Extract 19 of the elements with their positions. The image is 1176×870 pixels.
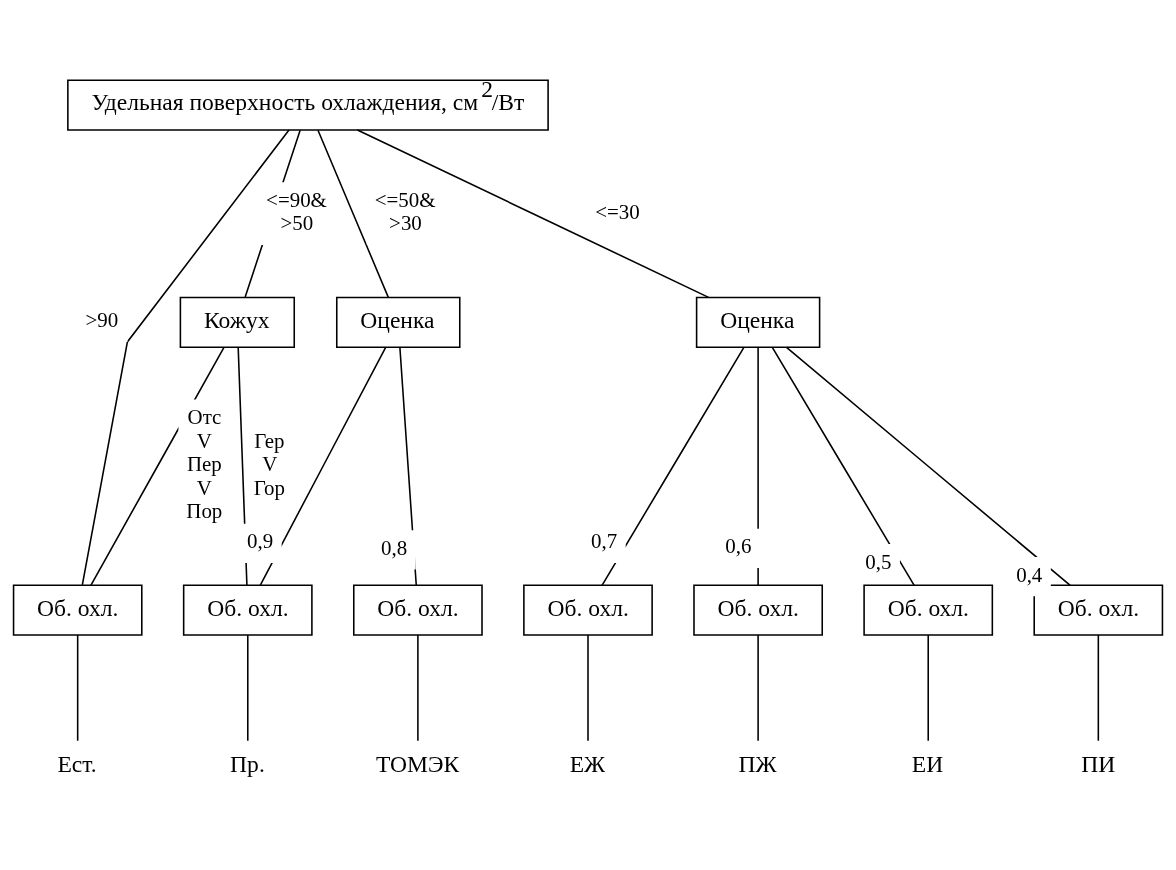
edge-label: 0,4 bbox=[1016, 562, 1043, 587]
edge-label: Гер V Гор bbox=[253, 428, 285, 500]
edge-label: 0,8 bbox=[381, 535, 408, 560]
node-text: ПИ bbox=[1081, 750, 1116, 777]
node-text: ТОМЭК bbox=[376, 750, 460, 777]
edge-label: <=90& >50 bbox=[266, 187, 327, 235]
edge-label: 0,6 bbox=[725, 533, 752, 558]
edge-label: Отс V Пер V Пор bbox=[186, 404, 223, 523]
edge-label: <=50& >30 bbox=[374, 187, 436, 235]
node-text: Пр. bbox=[230, 750, 265, 777]
node-text: ЕИ bbox=[911, 750, 944, 777]
node-text: ЕЖ bbox=[569, 750, 606, 777]
edge-label: >90 bbox=[85, 307, 119, 332]
node-text: Ест. bbox=[57, 750, 97, 777]
edge-label: <=30 bbox=[595, 199, 640, 224]
edge-label: 0,5 bbox=[865, 549, 892, 574]
edge-label: 0,7 bbox=[591, 528, 618, 553]
edge-label: 0,9 bbox=[246, 528, 274, 553]
node-text: ПЖ bbox=[738, 750, 777, 777]
